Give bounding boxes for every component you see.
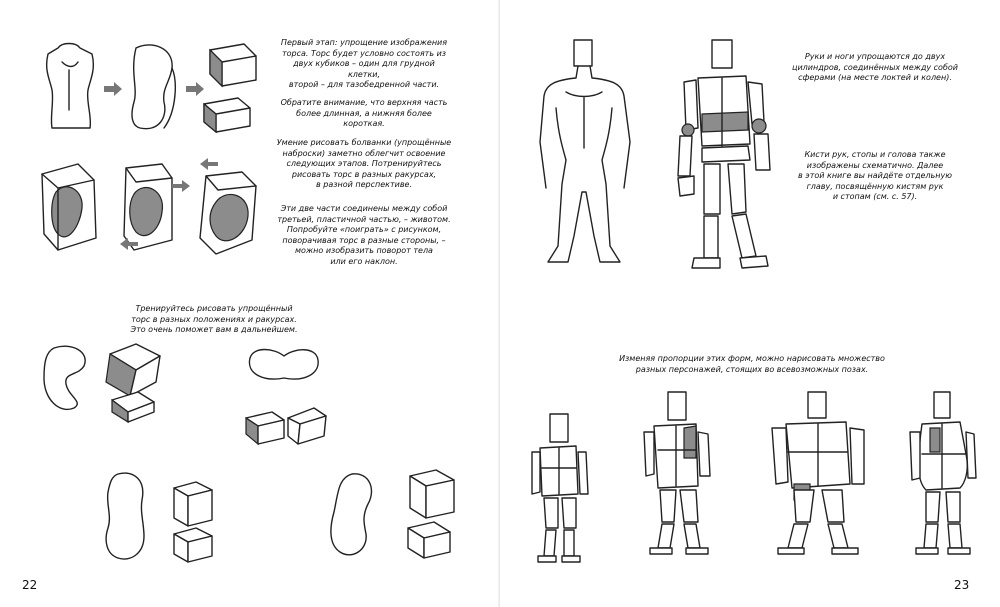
right-page: Руки и ноги упрощаются до двух цилиндров… (500, 0, 1000, 607)
practice-text: Умение рисовать болванки (упрощённые наб… (276, 138, 452, 189)
torso-sketch-illustration (45, 42, 95, 129)
bean-practice-1 (43, 345, 86, 411)
character-figure-2 (643, 391, 711, 555)
mannequin-figure (677, 39, 771, 269)
character-figure-3 (771, 391, 865, 555)
cube-practice-4 (407, 469, 455, 559)
torso-block-illustration-2 (123, 163, 173, 251)
bean-practice-3 (105, 472, 145, 560)
torso-block-illustration-3 (199, 171, 257, 255)
arrow-right-icon (172, 180, 190, 192)
page-number-left: 22 (22, 578, 38, 592)
torso-block-illustration-1 (41, 163, 97, 251)
left-page: Первый этап: упрощение изображения торса… (22, 38, 455, 592)
human-figure-outline (539, 39, 631, 263)
arrow-right-icon (186, 82, 204, 96)
arrow-left-icon (120, 238, 138, 250)
bean-practice-4 (330, 473, 373, 556)
cube-practice-2 (245, 407, 327, 446)
proportion-note: Обратите внимание, что верхняя часть бол… (280, 98, 448, 128)
limbs-text: Руки и ноги упрощаются до двух цилиндров… (792, 52, 958, 82)
practice-caption: Тренируйтесь рисовать упрощённый торс в … (130, 304, 298, 334)
arrow-right-icon (104, 82, 122, 96)
character-figure-4 (909, 391, 977, 555)
arrow-left-icon (200, 158, 218, 170)
bean-shape-illustration (131, 44, 176, 130)
character-figure-1 (531, 413, 589, 563)
cube-practice-1 (105, 343, 161, 424)
bean-practice-2 (248, 348, 319, 380)
hands-feet-text: Кисти рук, стопы и голова также изображе… (798, 150, 952, 201)
page-number-right: 23 (954, 578, 970, 592)
two-cubes-illustration (203, 43, 257, 134)
connection-text: Эти две части соединены между собой трет… (277, 204, 451, 266)
cube-practice-3 (173, 481, 213, 563)
proportions-text: Изменяя пропорции этих форм, можно нарис… (619, 354, 885, 374)
intro-text: Первый этап: упрощение изображения торса… (280, 38, 448, 89)
